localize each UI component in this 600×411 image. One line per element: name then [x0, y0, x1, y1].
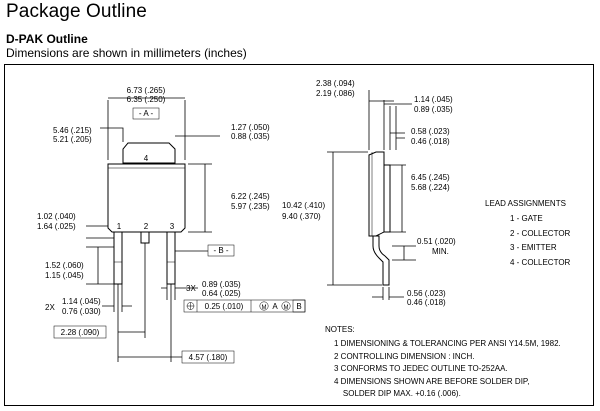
drawing-frame — [4, 64, 594, 406]
dim-lead-t-min: 0.64 (.025) — [202, 289, 241, 298]
dim-bottom-min: 0.46 (.018) — [407, 298, 446, 307]
datum-b-box — [207, 244, 235, 257]
lead-assignment-3: 3 - EMITTER — [510, 243, 557, 252]
package-tab — [122, 142, 176, 164]
dim-standoff-note: MIN. — [432, 247, 449, 256]
side-lead — [372, 235, 390, 286]
note-1: 1 DIMENSIONING & TOLERANCING PER ANSI Y1… — [334, 339, 561, 348]
dim-lead-len-min: 1.15 (.045) — [45, 271, 84, 280]
dim-top-min: 2.19 (.086) — [316, 89, 355, 98]
dim-foot-max: 1.02 (.040) — [37, 212, 76, 221]
dim-lead-len-max: 1.52 (.060) — [45, 261, 84, 270]
pin-label-3: 3 — [170, 222, 175, 231]
dim-bottom-max: 0.56 (.023) — [407, 289, 446, 298]
pin-label-2: 2 — [144, 222, 149, 231]
span-box — [181, 350, 235, 364]
tolerance-a: A — [272, 302, 278, 311]
note-4: 4 DIMENSIONS SHOWN ARE BEFORE SOLDER DIP… — [334, 377, 529, 386]
note-2: 2 CONTROLLING DIMENSION : INCH. — [334, 352, 474, 361]
side-tab — [383, 164, 391, 233]
dim-total-min: 9.40 (.370) — [282, 212, 321, 221]
dim-width-max: 6.73 (.265) — [127, 86, 166, 95]
notes: NOTES: 1 DIMENSIONING & TOLERANCING PER … — [325, 325, 561, 398]
lead-assignments: LEAD ASSIGNMENTS 1 - GATE 2 - COLLECTOR … — [485, 199, 571, 267]
dim-tab-left-max: 5.46 (.215) — [53, 126, 92, 135]
tolerance-m2: M — [284, 305, 289, 311]
dim-tab-t-min: 0.46 (.018) — [411, 137, 450, 146]
dim-standoff: 0.51 (.020) — [417, 237, 456, 246]
notes-title: NOTES: — [325, 325, 355, 334]
dim-tab-right-max: 1.27 (.050) — [231, 123, 270, 132]
dim-body-h-max: 6.22 (.245) — [231, 192, 270, 201]
note-4-cont: SOLDER DIP MAX. +0.16 (.006). — [334, 389, 461, 398]
dim-mid-max: 6.45 (.245) — [411, 173, 450, 182]
dim-tab-left-min: 5.21 (.205) — [53, 135, 92, 144]
front-view: 4 1 2 3 6.73 (.265) 6.35 (.250) - A - 5.… — [37, 86, 306, 364]
pin-label-1: 1 — [117, 222, 122, 231]
units-note: Dimensions are shown in millimeters (inc… — [6, 46, 247, 60]
lead-1 — [113, 231, 123, 285]
lead-3 — [166, 231, 176, 285]
lead-assignment-4: 4 - COLLECTOR — [510, 258, 571, 267]
dim-lead-w-max: 1.14 (.045) — [62, 297, 101, 306]
datum-a-box — [132, 107, 160, 120]
dim-lead-w-min: 0.76 (.030) — [62, 307, 101, 316]
dim-right-max: 1.14 (.045) — [414, 95, 453, 104]
tab-number: 4 — [144, 154, 149, 163]
dim-foot-min: 1.64 (.025) — [37, 222, 76, 231]
dim-lead-t-max: 0.89 (.035) — [202, 280, 241, 289]
tolerance-b: B — [296, 302, 301, 311]
tolerance-frame: 0.25 (.010) M A M B — [183, 299, 306, 313]
lead-width-prefix: 2X — [45, 303, 55, 312]
dim-top-max: 2.38 (.094) — [316, 79, 355, 88]
dim-mid-min: 5.68 (.224) — [411, 183, 450, 192]
datum-b-label: - B - — [213, 246, 228, 255]
side-view: 2.38 (.094) 2.19 (.086) 1.14 (.045) 0.89… — [282, 79, 456, 307]
side-body — [368, 151, 385, 237]
pitch-box — [53, 325, 107, 339]
datum-a-label: - A - — [139, 109, 154, 118]
dim-tab-t-max: 0.58 (.023) — [411, 127, 450, 136]
page-title: Package Outline — [6, 1, 147, 22]
note-3: 3 CONFORMS TO JEDEC OUTLINE TO-252AA. — [334, 364, 508, 373]
lead-assignment-1: 1 - GATE — [510, 214, 543, 223]
lead-t-prefix: 3X — [186, 284, 196, 293]
dim-body-h-min: 5.97 (.235) — [231, 202, 270, 211]
dim-width-min: 6.35 (.250) — [127, 95, 166, 104]
package-subtitle: D-PAK Outline — [6, 32, 88, 46]
dim-total-max: 10.42 (.410) — [282, 201, 325, 210]
dim-tab-right-min: 0.88 (.035) — [231, 132, 270, 141]
tolerance-m: M — [262, 305, 267, 311]
lead-2 — [140, 231, 150, 244]
lead-assignments-title: LEAD ASSIGNMENTS — [485, 199, 566, 208]
dim-pitch: 2.28 (.090) — [61, 328, 100, 337]
dim-right-min: 0.89 (.035) — [414, 105, 453, 114]
package-body — [107, 163, 186, 233]
lead-assignment-2: 2 - COLLECTOR — [510, 229, 571, 238]
tolerance-value: 0.25 (.010) — [205, 302, 244, 311]
dim-span: 4.57 (.180) — [189, 353, 228, 362]
